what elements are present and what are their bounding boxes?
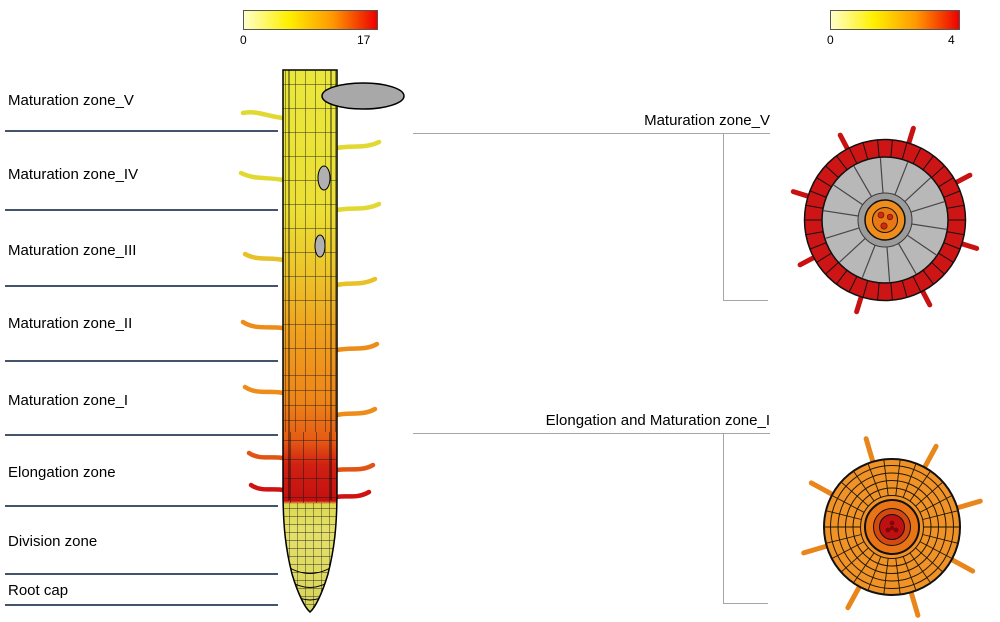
cross-section-maturation-v bbox=[790, 125, 980, 315]
lateral-root-primordia bbox=[314, 165, 331, 258]
zone-divider-1 bbox=[5, 130, 278, 132]
zone-divider-2 bbox=[5, 209, 278, 211]
zone-divider-3 bbox=[5, 285, 278, 287]
cross2-stele-vessels bbox=[885, 520, 899, 533]
section-title-maturation-v: Maturation zone_V bbox=[644, 112, 770, 129]
cross-colorbar bbox=[830, 10, 960, 30]
root-cell-texture bbox=[283, 70, 337, 612]
zone-label-division: Division zone bbox=[8, 533, 98, 550]
cross1-epidermis-cell-walls bbox=[804, 139, 966, 301]
zone-label-root-cap: Root cap bbox=[8, 582, 69, 599]
connector-top-horizontal bbox=[413, 133, 770, 134]
zone-divider-6 bbox=[5, 505, 278, 507]
connector-top-pointer bbox=[723, 300, 768, 301]
zone-label-maturation-iv: Maturation zone_IV bbox=[8, 166, 139, 183]
connector-top-vertical bbox=[723, 133, 724, 300]
zone-divider-7 bbox=[5, 573, 278, 575]
zone-divider-5 bbox=[5, 434, 278, 436]
lateral-root bbox=[321, 82, 405, 110]
root-colorbar bbox=[243, 10, 378, 30]
zone-label-maturation-v: Maturation zone_V bbox=[8, 92, 134, 109]
zone-label-elongation: Elongation zone bbox=[8, 464, 116, 481]
zone-divider-8 bbox=[5, 604, 278, 606]
section-title-elongation-maturation-i: Elongation and Maturation zone_I bbox=[545, 412, 770, 429]
connector-bottom-pointer bbox=[723, 603, 768, 604]
zone-divider-4 bbox=[5, 360, 278, 362]
cross-colorbar-max-label: 4 bbox=[948, 33, 955, 47]
cross-colorbar-min-label: 0 bbox=[827, 33, 834, 47]
cross1-stele-vessels bbox=[877, 211, 894, 230]
cross-section-elongation-maturation-i bbox=[801, 436, 983, 618]
root-colorbar-max-label: 17 bbox=[357, 33, 371, 47]
zone-label-maturation-i: Maturation zone_I bbox=[8, 392, 129, 409]
zone-label-maturation-ii: Maturation zone_II bbox=[8, 315, 133, 332]
zone-label-maturation-iii: Maturation zone_III bbox=[8, 242, 137, 259]
root-colorbar-min-label: 0 bbox=[240, 33, 247, 47]
cross1-cortex-spokes bbox=[823, 158, 947, 282]
root-longitudinal-illustration bbox=[238, 69, 405, 613]
connector-bottom-vertical bbox=[723, 433, 724, 603]
root-hairs bbox=[238, 110, 382, 500]
connector-bottom-horizontal bbox=[413, 433, 770, 434]
